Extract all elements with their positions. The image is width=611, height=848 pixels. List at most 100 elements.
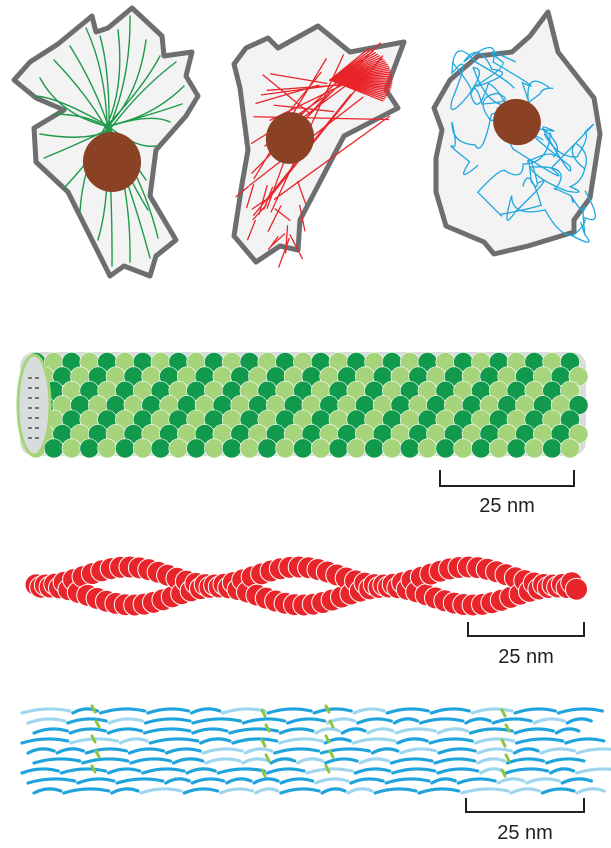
segment-joint [92, 706, 95, 712]
filament-strand [386, 779, 429, 783]
filament-strand [470, 729, 512, 733]
intermediate-scale: 25 nm [466, 798, 584, 844]
filament-strand [316, 779, 348, 783]
filament-strand [542, 789, 574, 793]
filament-strand [353, 739, 394, 743]
tubulin-subunit [365, 439, 384, 458]
filament-strand [462, 789, 508, 793]
filament-strand [507, 759, 543, 763]
tubulin-subunit [187, 439, 206, 458]
scale-label: 25 nm [497, 822, 553, 844]
filament-strand [419, 789, 459, 793]
filament-strand [577, 769, 611, 773]
filament-strand [421, 719, 463, 723]
filament-strand [70, 729, 105, 733]
filament-strand [117, 779, 163, 783]
filament-strand [466, 719, 490, 723]
tubulin-subunit [525, 439, 544, 458]
filament-strand [288, 719, 325, 723]
filament-strand [146, 719, 190, 723]
filament-strand [166, 779, 189, 783]
filament-strand [391, 759, 432, 763]
filament-strand [184, 789, 217, 793]
filament-strand [360, 759, 388, 763]
filament-strand [167, 749, 201, 753]
filament-strand [298, 759, 323, 763]
segment-joint [326, 766, 329, 772]
tubulin-subunit [454, 439, 473, 458]
filament-strand [120, 739, 147, 743]
filament-strand [267, 769, 304, 773]
filament-strand [280, 729, 313, 733]
filament-strand [281, 779, 313, 783]
filament-strand [541, 749, 574, 753]
filament-strand [150, 739, 198, 743]
filament-strand [567, 719, 591, 723]
tubulin-subunit [293, 439, 312, 458]
filament-strand [28, 719, 65, 723]
tubulin-subunit [258, 439, 277, 458]
filament-strand [221, 789, 253, 793]
filament-strand [22, 709, 70, 713]
filament-strand [256, 789, 278, 793]
filament-strand [108, 769, 139, 773]
tubulin-subunit [115, 439, 134, 458]
segment-joint [262, 740, 265, 746]
filament-strand [203, 749, 242, 753]
scale-bar [466, 798, 584, 812]
tubulin-subunit [382, 439, 401, 458]
filament-strand [218, 769, 264, 773]
filament-strand [478, 759, 505, 763]
filament-strand [34, 789, 61, 793]
filament-strand [354, 709, 384, 713]
filament-strand [61, 769, 105, 773]
filament-strand [193, 729, 227, 733]
filament-strand [68, 719, 106, 723]
microtubule-end-cap [18, 355, 50, 455]
filament-strand [316, 729, 339, 733]
tubulin-subunit [133, 439, 152, 458]
filament-strand [86, 749, 126, 753]
tubulin-subunit [204, 439, 223, 458]
tube-opening [18, 355, 50, 455]
filament-strand [432, 779, 455, 783]
filament-strand [558, 709, 602, 713]
filament-strand [108, 729, 141, 733]
filament-strand [22, 769, 58, 773]
filament-strand [348, 789, 372, 793]
filament-strand [398, 739, 427, 743]
filament-strand [393, 769, 435, 773]
filament-strand [193, 719, 240, 723]
filament-strand [358, 719, 392, 723]
filament-strand [148, 709, 189, 713]
tubulin-subunit [507, 439, 526, 458]
microtubule-scale: 25 nm [440, 470, 574, 517]
filament-strand [472, 709, 512, 713]
scale-label: 25 nm [498, 646, 554, 668]
tubulin-subunit [169, 439, 188, 458]
filament-strand [547, 759, 584, 763]
filament-strand [551, 769, 574, 773]
filament-strand [141, 789, 181, 793]
filament-strand [577, 789, 604, 793]
filament-strand [368, 729, 393, 733]
filament-strand [245, 749, 271, 753]
filament-strand [275, 749, 319, 753]
tubulin-subunit [560, 439, 579, 458]
filament-strand [112, 789, 138, 793]
tubulin-subunit [489, 439, 508, 458]
filament-strand [438, 769, 478, 773]
filament-strand [515, 729, 553, 733]
filament-strand [527, 779, 560, 783]
filament-strand [322, 789, 345, 793]
filament-strand [271, 759, 295, 763]
filament-strand [28, 749, 54, 753]
filament-strand [192, 709, 220, 713]
filament-strand [187, 769, 215, 773]
filament-strand [355, 769, 390, 773]
filament-strand [431, 709, 469, 713]
filament-strand [243, 759, 268, 763]
filament-strand [131, 759, 171, 763]
filament-strand [192, 779, 223, 783]
filament-strand [430, 739, 472, 743]
